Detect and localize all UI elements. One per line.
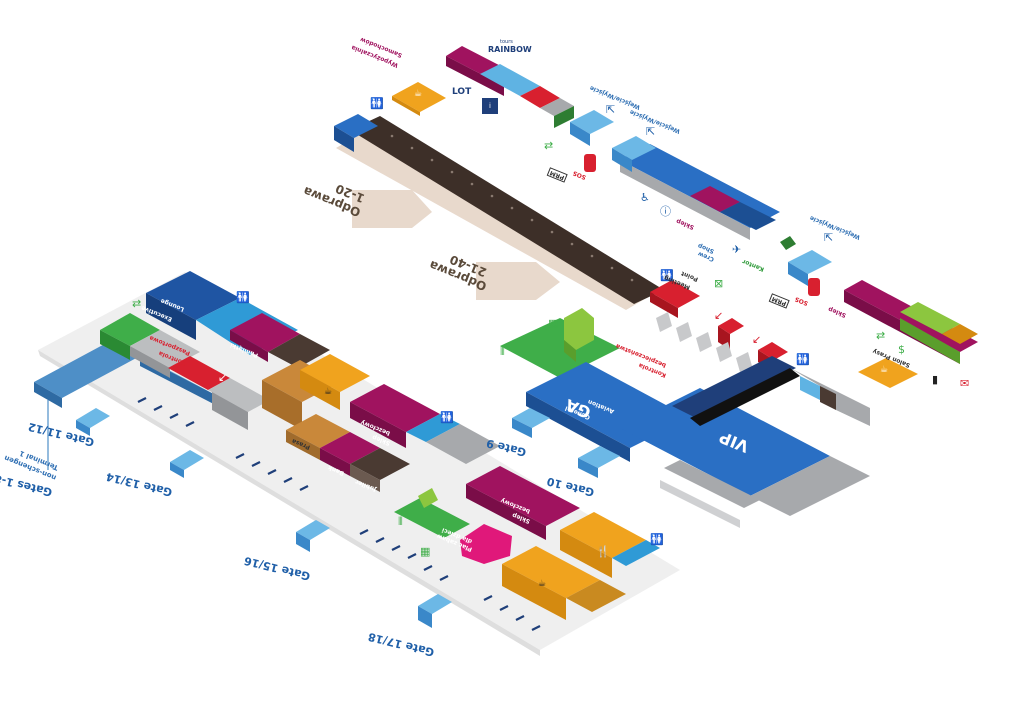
passport-control [168, 356, 230, 390]
exit-arrow-icon: ⇱ [606, 103, 616, 116]
salon-prasy-block [858, 358, 918, 388]
executive-lounge-block [146, 271, 240, 320]
odprawa-21-40-sign [476, 262, 560, 300]
luggage-icon: ▦ [646, 355, 657, 368]
exit-sign-icon: ⇄ [544, 139, 554, 152]
duty-free-1 [350, 384, 440, 432]
check-in-counters [350, 116, 664, 304]
security-lanes-upper [500, 318, 620, 378]
arrow-red-icon: ↙ [714, 309, 724, 322]
meeting-point-icon: ⊠ [714, 277, 724, 290]
souvenir-shop [230, 313, 300, 352]
info-sign-icon: i [482, 98, 498, 114]
playground [460, 524, 512, 564]
connector-terminal-1 [34, 340, 140, 398]
escalator-icon: ⦀ [398, 515, 403, 528]
cafe-block [300, 354, 370, 392]
gate-dashes [137, 397, 541, 631]
cafe-top [392, 82, 446, 112]
toilet-icon: 🚻 [370, 97, 384, 110]
toilet-icon: 🚻 [236, 291, 250, 304]
coffee-icon: ☕ [538, 579, 547, 589]
toilet-icon: 🚻 [440, 411, 454, 424]
toilet-icon: 🚻 [650, 533, 664, 546]
sos-pillar-2 [808, 278, 820, 296]
gate-ramps [76, 408, 452, 628]
security-red-1 [650, 280, 700, 308]
coffee-icon: ☕ [880, 365, 889, 375]
odprawa-1-20-sign [352, 190, 432, 228]
security-lanes-lower [394, 498, 470, 538]
counter-dots [390, 134, 634, 282]
gate-10-ramp [578, 446, 620, 468]
rainbow-tours-text: tours [500, 39, 513, 45]
security-red-3 [758, 342, 788, 360]
security-red-2 [718, 318, 744, 334]
cafe-block-2 [502, 546, 600, 598]
airplane-icon: ✈ [732, 243, 742, 256]
duty-free-2 [466, 466, 580, 526]
exit-arrow-icon: ⇱ [824, 231, 834, 244]
green-block [100, 313, 160, 346]
rainbow-logo: RAINBOW [488, 45, 532, 54]
pier-floor-edge [38, 350, 540, 656]
sos-pillar-1 [584, 154, 596, 172]
restaurant-block [560, 512, 646, 558]
mail-icon: ✉ [960, 377, 970, 390]
lot-logo: LOT [452, 87, 472, 97]
luggage-icon: ▦ [420, 545, 431, 558]
exit-sign-icon: ⇄ [876, 329, 886, 342]
escalator-icon: ⦀ [500, 345, 505, 358]
press-shop [286, 414, 350, 448]
coffee-icon: ☕ [414, 89, 423, 99]
exit-arrow-icon: ⇱ [646, 125, 656, 138]
baby-changing-icon: ♿ [640, 191, 650, 204]
gate-9-ramp [512, 408, 550, 428]
luggage-icon: ▦ [548, 317, 559, 330]
exit-sign-icon: ⇄ [132, 297, 142, 310]
toilet-icon: 🚻 [660, 269, 674, 282]
money-icon: $ [898, 343, 905, 356]
security-grey-lanes [656, 312, 752, 372]
arrow-red-icon: ↙ [752, 333, 762, 346]
vip-lounge [620, 388, 830, 496]
restaurant-icon: 🍴 [596, 545, 610, 558]
toilet-icon: 🚻 [796, 353, 810, 366]
coffee-icon: ☕ [324, 387, 333, 397]
info-icon: ⓘ [660, 205, 671, 218]
book-icon: ▮ [932, 373, 939, 386]
arrow-red-icon: ↙ [218, 371, 228, 384]
